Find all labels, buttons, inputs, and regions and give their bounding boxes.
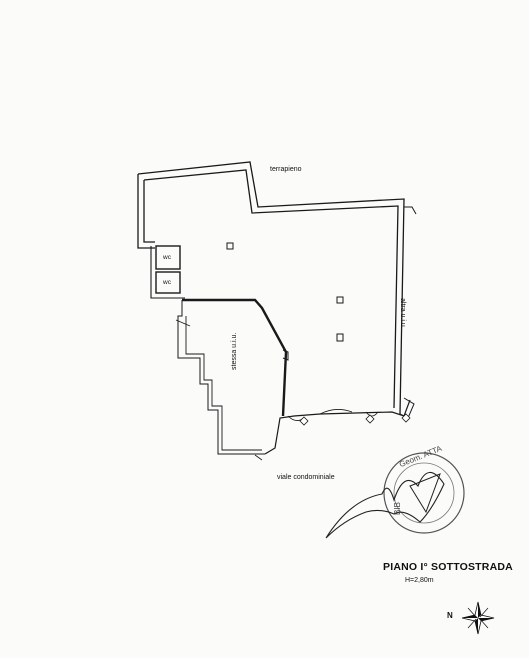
- signature-stroke: [325, 471, 445, 539]
- stair-inner: [185, 316, 262, 451]
- floor-title: PIANO I° SOTTOSTRADA: [383, 561, 513, 573]
- label-viale-condominiale: viale condominiale: [277, 474, 335, 481]
- stamp-side-text: BIB: [392, 502, 402, 515]
- corner-stub: [404, 206, 417, 215]
- pillar-3: [336, 333, 344, 342]
- stair-outline: [177, 300, 265, 455]
- floor-height: H=2,80m: [405, 577, 434, 584]
- label-wc-lower: wc: [163, 279, 171, 286]
- wc-lower-box: [155, 271, 181, 294]
- label-stessa-uiu: stessa u.i.u.: [231, 332, 238, 370]
- tick-2: [254, 454, 263, 461]
- wc-upper-box: [155, 245, 181, 270]
- pillar-2: [336, 296, 344, 304]
- lower-wall: [264, 399, 411, 455]
- compass-rose-icon: [461, 601, 495, 635]
- door-arc-1: [319, 409, 353, 415]
- signature-loop: [409, 473, 441, 514]
- door-arc-3: [365, 411, 379, 417]
- marker-1: [299, 416, 309, 426]
- pillar-1: [226, 242, 234, 250]
- partition-stub: [282, 349, 289, 361]
- marker-2: [365, 414, 375, 424]
- wc-side-wall: [150, 246, 185, 299]
- partition-wall: [182, 298, 288, 417]
- tick-1: [175, 319, 191, 327]
- surveyor-stamp: [325, 452, 465, 539]
- label-wc-upper: wc: [163, 254, 171, 261]
- marker-3: [401, 413, 411, 423]
- left-outer-wall: [137, 174, 155, 249]
- label-terrapieno: terrapieno: [270, 166, 302, 173]
- label-altra-uiu: altra u.i.u.: [399, 298, 406, 329]
- compass-north-label: N: [447, 611, 453, 620]
- outer-wall: [137, 161, 405, 415]
